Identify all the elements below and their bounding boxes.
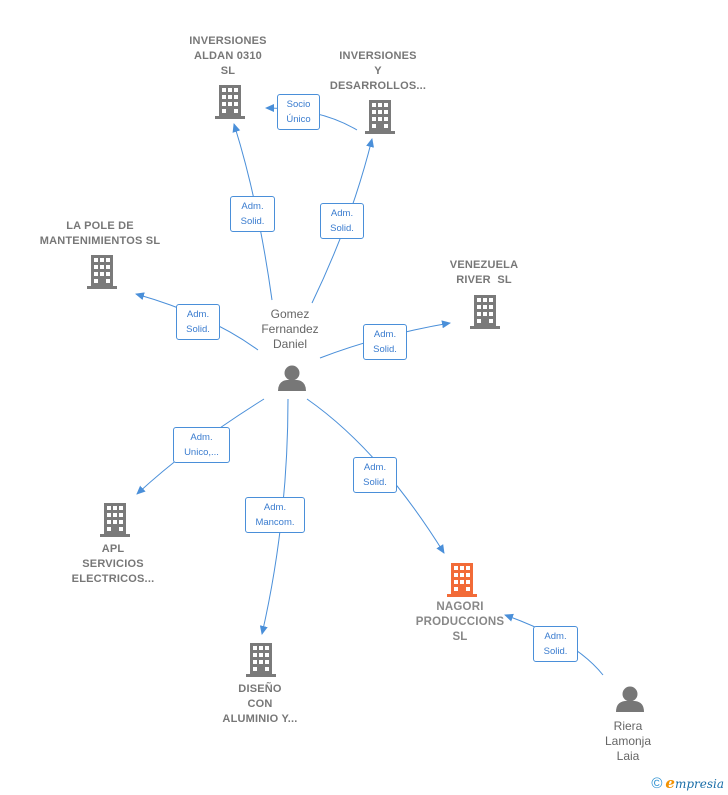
brand-name: mpresia [674, 777, 724, 791]
company-label-aldan[interactable]: INVERSIONES ALDAN 0310 SL [189, 34, 266, 79]
building-icon-highlighted[interactable] [447, 563, 477, 597]
edge-label-line: Solid. [363, 477, 387, 488]
company-label-line: ELECTRICOS... [71, 573, 155, 585]
company-label-line: LA POLE DE [66, 220, 134, 232]
company-label-line: INVERSIONES [189, 35, 267, 47]
company-label-la-pole[interactable]: LA POLE DE MANTENIMIENTOS SL [40, 219, 161, 249]
edge-label-line: Solid. [186, 324, 210, 335]
person-label-line: Riera [613, 719, 643, 733]
building-icon[interactable] [215, 85, 245, 119]
edge-label-gomez-desarrollos[interactable]: Adm. Solid. [320, 203, 364, 239]
person-label-line: Fernandez [261, 322, 319, 336]
copyright-icon: © [651, 775, 663, 792]
company-label-line: SL [452, 631, 468, 643]
edge-label-line: Mancom. [255, 517, 295, 528]
company-label-nagori[interactable]: NAGORI PRODUCCIONS SL [416, 600, 504, 645]
edge-label-line: Solid. [373, 344, 397, 355]
company-label-line: APL [101, 543, 125, 555]
building-icon[interactable] [87, 255, 117, 289]
edge-label-line: Unico,... [184, 447, 219, 458]
company-label-line: DISEÑO [238, 683, 282, 695]
building-icon[interactable] [100, 503, 130, 537]
company-label-line: ALDAN 0310 [193, 50, 263, 62]
edge-label-line: Solid. [543, 646, 568, 657]
company-label-apl[interactable]: APL SERVICIOS ELECTRICOS... [72, 542, 155, 587]
edge-label-line: Adm. [241, 201, 264, 212]
edge-label-line: Adm. [544, 631, 567, 642]
edge-label-line: Adm. [373, 329, 397, 340]
edge-label-line: Adm. [263, 502, 287, 513]
edge-label-gomez-diseno[interactable]: Adm. Mancom. [245, 497, 305, 533]
edge-label-line: Adm. [330, 208, 354, 219]
edge-label-line: Adm. [363, 462, 387, 473]
person-label-riera[interactable]: Riera Lamonja Laia [605, 719, 651, 764]
building-icon[interactable] [365, 100, 395, 134]
company-label-line: SERVICIOS [82, 558, 144, 570]
company-label-line: MANTENIMIENTOS SL [39, 235, 161, 247]
person-label-line: Laia [616, 749, 640, 763]
brand-watermark[interactable]: ©empresia [651, 774, 724, 792]
company-label-line: ALUMINIO Y... [222, 713, 298, 725]
company-label-line: INVERSIONES [339, 50, 417, 62]
edge-label-gomez-nagori[interactable]: Adm. Solid. [353, 457, 397, 493]
person-label-gomez[interactable]: Gomez Fernandez Daniel [261, 307, 318, 352]
building-icon[interactable] [470, 295, 500, 329]
edge-label-gomez-lapole[interactable]: Adm. Solid. [176, 304, 220, 340]
edge-label-socio-unico[interactable]: Socio Único [277, 94, 320, 130]
company-label-line: CON [247, 698, 273, 710]
person-icon[interactable] [616, 686, 644, 713]
edge-label-line: Adm. [186, 309, 210, 320]
company-label-line: Y [374, 65, 382, 77]
edge-label-line: Solid. [330, 223, 354, 234]
company-label-line: RIVER SL [456, 274, 512, 286]
edge-label-gomez-venezuela[interactable]: Adm. Solid. [363, 324, 407, 360]
company-label-desarrollos[interactable]: INVERSIONES Y DESARROLLOS... [330, 49, 426, 94]
edge-label-line: Adm. [190, 432, 213, 443]
company-label-line: SL [220, 65, 236, 77]
edge-label-line: Único [286, 114, 311, 125]
person-icon[interactable] [278, 365, 306, 392]
person-label-line: Lamonja [604, 734, 652, 748]
company-label-line: DESARROLLOS... [329, 80, 427, 92]
brand-initial: e [665, 774, 675, 792]
edge-label-line: Socio [286, 99, 311, 110]
company-label-venezuela[interactable]: VENEZUELA RIVER SL [450, 258, 518, 288]
company-label-line: VENEZUELA [449, 259, 519, 271]
edge-label-riera-nagori[interactable]: Adm. Solid. [533, 626, 578, 662]
person-label-line: Daniel [272, 337, 308, 351]
building-icon[interactable] [246, 643, 276, 677]
edge-label-gomez-apl[interactable]: Adm. Unico,... [173, 427, 230, 463]
edge-label-line: Solid. [240, 216, 265, 227]
edge-label-gomez-aldan[interactable]: Adm. Solid. [230, 196, 275, 232]
company-label-line: PRODUCCIONS [415, 616, 505, 628]
company-label-line: NAGORI [436, 601, 484, 613]
person-label-line: Gomez [270, 307, 310, 321]
company-label-diseno[interactable]: DISEÑO CON ALUMINIO Y... [222, 682, 297, 727]
